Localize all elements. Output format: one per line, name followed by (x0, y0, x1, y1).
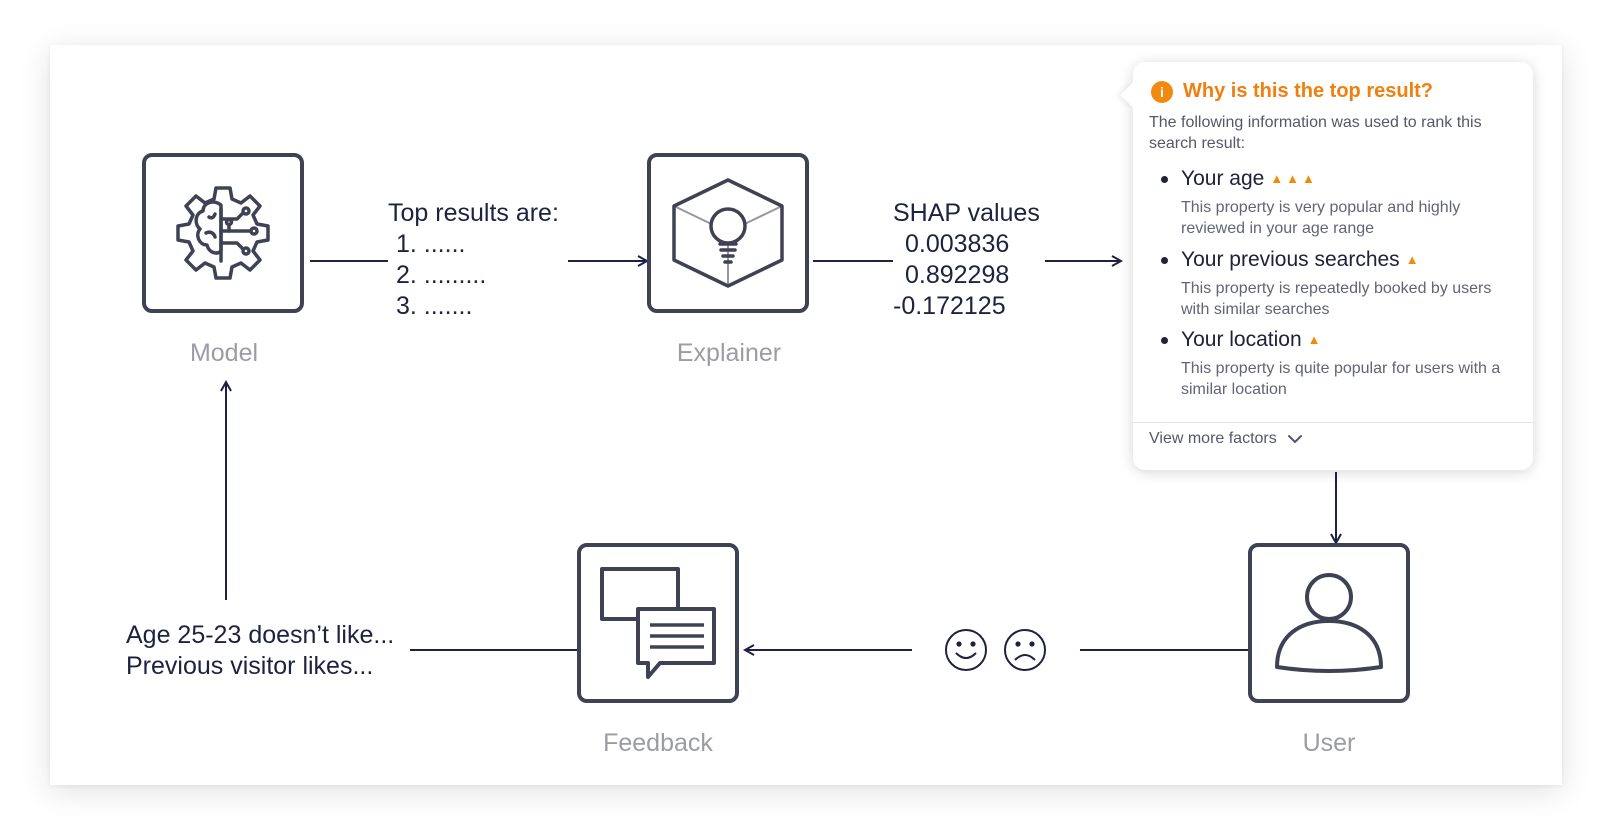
factor-title: Your location (1181, 328, 1302, 351)
shap-block: SHAP values 0.003836 0.892298 -0.172125 (893, 198, 1040, 322)
explainer-label: Explainer (676, 339, 782, 367)
explanation-popup: i Why is this the top result? The follow… (1120, 62, 1533, 470)
feedback-node (577, 543, 739, 703)
shap-value: 0.003836 (905, 230, 1010, 258)
chat-bubbles-icon (600, 567, 716, 679)
factor-description: This property is repeatedly booked by us… (1181, 280, 1492, 318)
factor-age: Your age ▲▲▲ This property is very popula… (1161, 167, 1511, 239)
factor-description: This property is quite popular for users… (1181, 360, 1501, 398)
bullet (1161, 176, 1168, 183)
popup-divider (1133, 422, 1533, 423)
model-label: Model (189, 339, 259, 367)
top-results-heading: Top results are: (388, 199, 559, 227)
top-result-item: 1. ...... (396, 230, 466, 258)
chevron-down-icon (1287, 435, 1302, 443)
importance-triangles-icon: ▲ (1405, 252, 1422, 267)
top-results-block: Top results are: 1. ...... 2. ......... … (388, 198, 559, 322)
importance-triangles-icon: ▲▲▲ (1270, 171, 1318, 186)
shap-value: 0.892298 (905, 261, 1010, 289)
info-icon: i (1151, 81, 1173, 103)
frowny-icon (1004, 629, 1046, 671)
shap-value: -0.172125 (893, 292, 1006, 320)
top-result-item: 2. ......... (396, 261, 487, 289)
user-label: User (1302, 729, 1356, 757)
importance-triangles-icon: ▲ (1307, 332, 1324, 347)
factor-title: Your previous searches (1181, 248, 1400, 271)
feedback-text-block: Age 25-23 doesn’t like... Previous visit… (126, 620, 394, 682)
model-node (142, 153, 304, 313)
bullet (1161, 337, 1168, 344)
bullet (1161, 257, 1168, 264)
feedback-line: Previous visitor likes... (126, 652, 374, 680)
factor-previous-searches: Your previous searches ▲ This property is… (1161, 248, 1511, 320)
view-more-factors-button[interactable]: View more factors (1149, 430, 1303, 448)
factor-description: This property is very popular and highly… (1181, 199, 1461, 237)
factor-location: Your location ▲ This property is quite po… (1161, 328, 1511, 400)
shap-heading: SHAP values (893, 199, 1040, 227)
lightbulb-cube-icon (672, 178, 784, 288)
popup-title: Why is this the top result? (1183, 80, 1434, 102)
feedback-line: Age 25-23 doesn’t like... (126, 621, 395, 649)
popup-intro: The following information was used to ra… (1149, 114, 1482, 152)
view-more-label: View more factors (1149, 430, 1277, 447)
top-result-item: 3. ....... (396, 292, 473, 320)
smiley-icon (945, 629, 987, 671)
explainer-node (647, 153, 809, 313)
factor-title: Your age (1181, 167, 1265, 190)
user-node (1248, 543, 1410, 703)
brain-gear-icon (176, 186, 270, 280)
user-icon (1275, 573, 1383, 673)
feedback-label: Feedback (603, 729, 713, 757)
